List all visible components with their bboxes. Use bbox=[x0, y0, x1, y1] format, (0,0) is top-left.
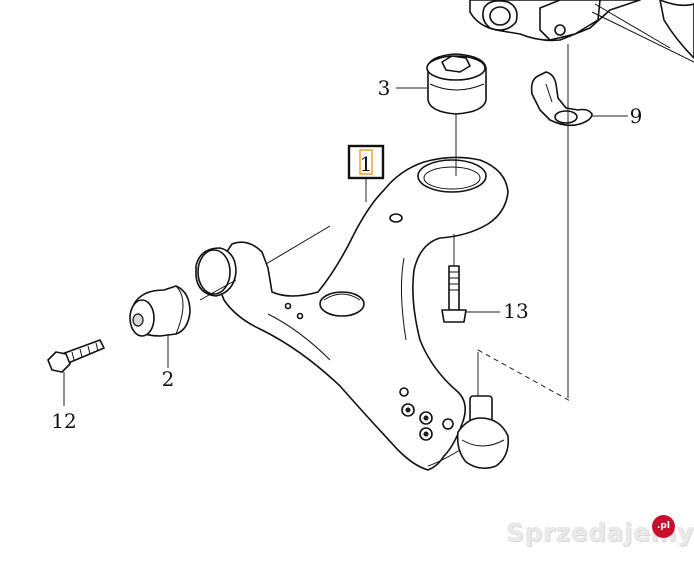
bracket-clip-9 bbox=[530, 71, 593, 127]
watermark-badge: .pl bbox=[652, 515, 675, 538]
bolt-12 bbox=[47, 339, 105, 373]
callout-label-3: 3 bbox=[378, 76, 391, 100]
callout-label-12: 12 bbox=[51, 409, 76, 433]
subframe-fragment bbox=[469, 0, 694, 63]
callout-label-1: 1 bbox=[360, 152, 373, 176]
leader-lines bbox=[63, 44, 628, 406]
ball-joint bbox=[456, 395, 510, 470]
callout-label-13: 13 bbox=[503, 299, 528, 323]
bolt-13 bbox=[441, 265, 467, 323]
highlight-box bbox=[359, 149, 373, 175]
callout-label-9: 9 bbox=[630, 104, 643, 128]
bushing-2 bbox=[129, 285, 191, 337]
control-arm-1 bbox=[195, 156, 509, 471]
bushing-3 bbox=[426, 53, 487, 115]
callout-1: 1 bbox=[347, 144, 385, 180]
callout-label-2: 2 bbox=[162, 367, 175, 391]
